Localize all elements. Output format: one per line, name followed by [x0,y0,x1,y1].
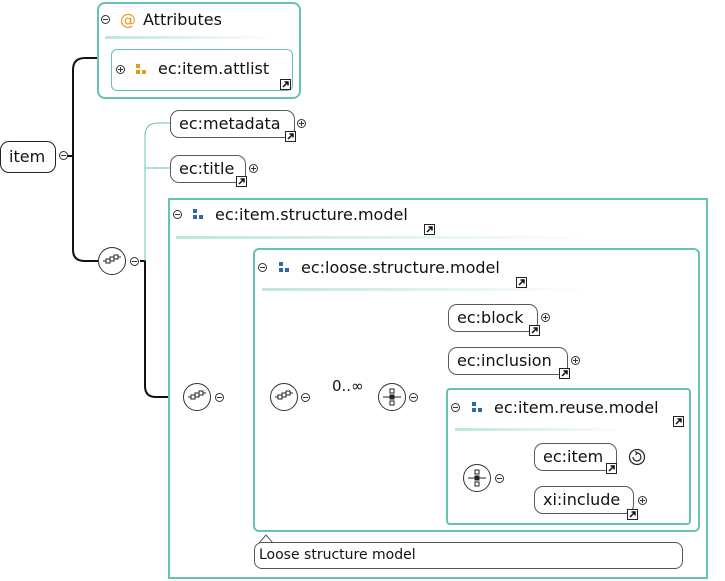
tooltip-pointer [259,534,273,543]
loose-sequence-compositor-icon[interactable] [270,383,298,411]
item-structure-model-collapse-icon[interactable] [173,210,182,219]
element-xi-include[interactable]: xi:include [534,486,634,514]
ec-title-expand-icon[interactable] [249,164,258,173]
attributes-divider [105,36,275,39]
inner-sequence-collapse-icon[interactable] [215,393,224,402]
choice-compositor-icon[interactable] [378,383,406,411]
ec-inclusion-label: ec:inclusion [457,351,552,370]
ec-block-jump-to-definition-icon[interactable] [529,325,540,336]
root-collapse-icon[interactable] [59,151,68,160]
attlist-jump-to-definition-icon[interactable] [280,79,291,90]
loose-sequence-collapse-icon[interactable] [301,393,310,402]
attributes-at-icon: @ [120,10,136,29]
attlist-label: ec:item.attlist [158,59,270,78]
ec-metadata-label: ec:metadata [179,114,281,133]
attributes-title: Attributes [143,10,222,29]
loose-structure-model-collapse-icon[interactable] [258,263,267,272]
item-reuse-model-jump-to-definition-icon[interactable] [673,416,684,427]
root-element-label: item [9,147,46,166]
ec-block-label: ec:block [457,308,524,327]
recursion-icon[interactable] [628,448,646,466]
xi-include-jump-to-definition-icon[interactable] [627,509,638,520]
ec-title-jump-to-definition-icon[interactable] [236,176,247,187]
inner-sequence-compositor-icon[interactable] [183,383,211,411]
element-ec-block[interactable]: ec:block [448,304,538,332]
attlist-reference[interactable] [111,49,293,91]
attlist-expand-icon[interactable] [116,65,125,74]
element-ec-metadata[interactable]: ec:metadata [170,110,295,138]
ec-block-expand-icon[interactable] [541,313,550,322]
ec-inclusion-expand-icon[interactable] [571,356,580,365]
group-definition-icon [193,209,203,219]
ec-title-label: ec:title [179,159,235,178]
item-reuse-model-collapse-icon[interactable] [451,403,460,412]
xi-include-label: xi:include [543,490,621,509]
item-structure-model-divider [176,236,596,239]
ec-metadata-expand-icon[interactable] [297,119,306,128]
item-structure-model-title: ec:item.structure.model [215,205,408,224]
element-ec-title[interactable]: ec:title [170,155,246,183]
reuse-choice-collapse-icon[interactable] [495,474,504,483]
element-ec-inclusion[interactable]: ec:inclusion [448,347,568,375]
loose-structure-model-jump-to-definition-icon[interactable] [516,277,527,288]
documentation-tooltip: Loose structure model [254,542,683,569]
loose-group-definition-icon [279,262,289,272]
loose-structure-model-divider [262,288,592,291]
reuse-choice-compositor-icon[interactable] [463,464,491,492]
xi-include-expand-icon[interactable] [638,496,647,505]
choice-collapse-icon[interactable] [409,393,418,402]
sequence-collapse-icon[interactable] [130,257,139,266]
sequence-compositor-icon[interactable] [98,247,126,275]
loose-structure-model-title: ec:loose.structure.model [301,258,500,277]
cardinality-label: 0..∞ [332,377,364,395]
ec-metadata-jump-to-definition-icon[interactable] [285,131,296,142]
attributes-collapse-icon[interactable] [101,15,110,24]
root-element-item[interactable]: item [0,141,56,173]
item-reuse-model-divider [455,428,625,431]
attribute-group-icon [136,64,146,74]
item-structure-model-jump-to-definition-icon[interactable] [424,224,435,235]
ec-item-jump-to-definition-icon[interactable] [606,463,617,474]
reuse-group-definition-icon [472,402,482,412]
element-ec-item[interactable]: ec:item [534,443,617,471]
item-reuse-model-title: ec:item.reuse.model [494,398,659,417]
ec-item-label: ec:item [543,447,604,466]
ec-inclusion-jump-to-definition-icon[interactable] [559,368,570,379]
